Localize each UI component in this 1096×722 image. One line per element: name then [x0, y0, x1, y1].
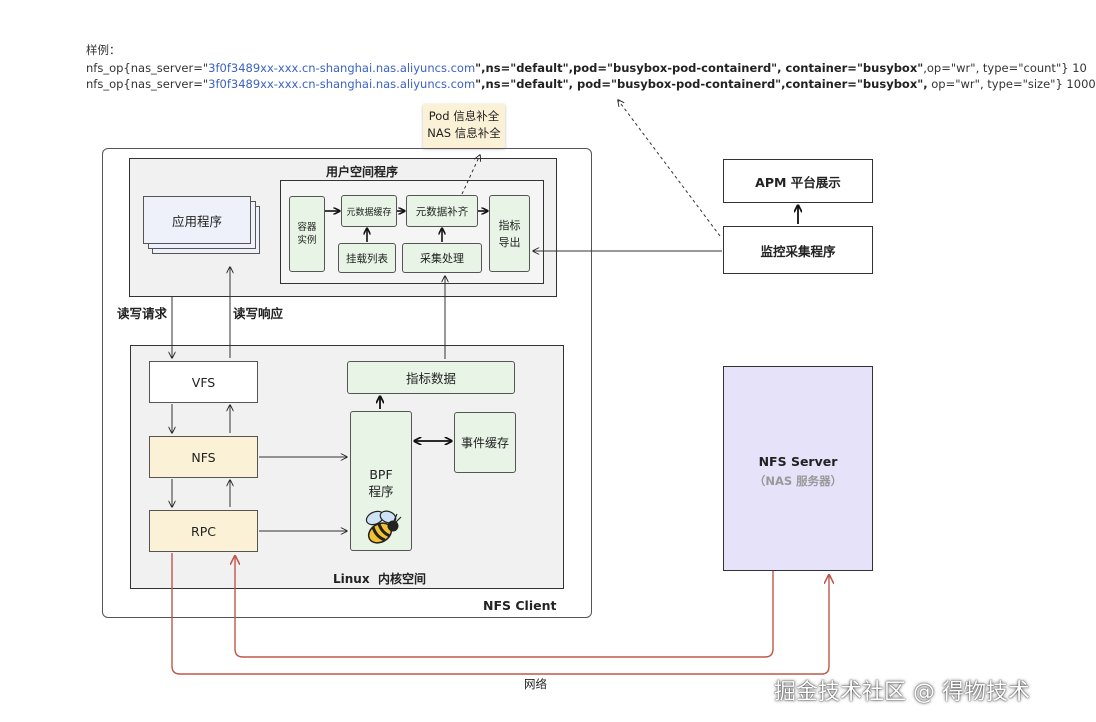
watermark: 掘金技术社区 @ 得物技术: [774, 680, 1030, 705]
container-instance-box: 容器实例: [289, 196, 325, 272]
mount-list-box: 挂载列表: [338, 243, 396, 273]
example-line-1: nfs_op{nas_server="3f0f3489xx-xxx.cn-sha…: [86, 61, 1087, 75]
monitor-collector-box: 监控采集程序: [723, 226, 873, 274]
nfs-client-label: NFS Client: [483, 598, 557, 613]
kernel-space-label: Linux 内核空间: [333, 572, 426, 586]
example-line-2: nfs_op{nas_server="3f0f3489xx-xxx.cn-sha…: [86, 77, 1096, 91]
meta-fill-box: 元数据补齐: [406, 195, 478, 227]
nfs-server-sublabel: （NAS 服务器）: [753, 474, 843, 488]
bpf-label-line-2: 程序: [368, 484, 394, 499]
app-box: 应用程序: [143, 196, 251, 244]
note-line-2: NAS 信息补全: [427, 126, 501, 140]
meta-cache-box: 元数据缓存: [341, 195, 397, 227]
network-label: 网络: [524, 677, 547, 691]
nfs-server-label: NFS Server: [758, 454, 838, 469]
bee-icon: [365, 510, 402, 544]
user-space-label: 用户空间程序: [326, 165, 399, 179]
nfs-box: NFS: [149, 436, 258, 478]
bpf-box: BPF 程序: [350, 411, 412, 551]
vfs-box: VFS: [149, 361, 258, 403]
export-box: 指标导出: [489, 195, 530, 272]
collect-box: 采集处理: [402, 243, 482, 273]
example-title: 样例：: [86, 43, 121, 57]
note-line-1: Pod 信息补全: [428, 109, 500, 123]
rw-response-label: 读写响应: [233, 306, 284, 321]
nfs-server-box: NFS Server （NAS 服务器）: [723, 366, 873, 571]
bpf-label-line-1: BPF: [369, 467, 393, 482]
rpc-box: RPC: [149, 510, 258, 552]
sticky-note: Pod 信息补全 NAS 信息补全: [423, 104, 505, 148]
metrics-data-box: 指标数据: [347, 361, 515, 394]
dashed-arrow-to-example: [618, 100, 721, 237]
rw-request-label: 读写请求: [117, 306, 168, 321]
event-cache-box: 事件缓存: [454, 412, 516, 473]
apm-platform-box: APM 平台展示: [723, 159, 873, 203]
